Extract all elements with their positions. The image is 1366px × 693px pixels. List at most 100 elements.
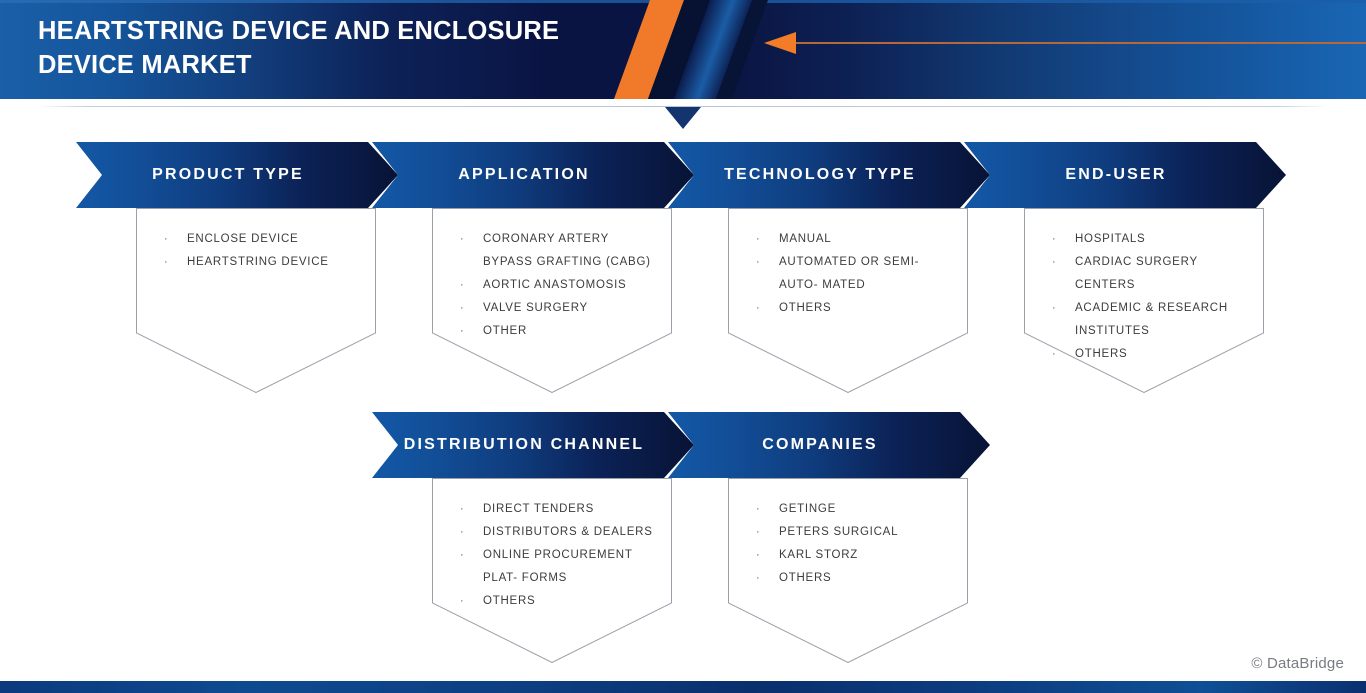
- bullet-icon: ·: [460, 302, 465, 314]
- list-item-label: AORTIC ANASTOMOSIS: [483, 279, 627, 291]
- segment-item-list: · GETINGE · PETERS SURGICAL · KARL STORZ · O…: [728, 478, 968, 590]
- card-outline: [432, 478, 672, 663]
- bullet-icon: ·: [460, 503, 465, 515]
- list-item-label: CARDIAC SURGERY CENTERS: [1075, 256, 1198, 291]
- list-item-label: ENCLOSE DEVICE: [187, 233, 299, 245]
- segment-title: TECHNOLOGY TYPE: [724, 166, 916, 183]
- segment-item-list: ·DIRECT TENDERS ·DISTRIBUTORS & DEALERS …: [432, 478, 672, 613]
- bullet-icon: ·: [1052, 256, 1057, 268]
- list-item-label: DIRECT TENDERS: [483, 503, 595, 515]
- list-item: · HOSPITALS: [1050, 228, 1250, 251]
- segment-card: · ENCLOSE DEVICE · HEARTSTRING DEVICE: [136, 208, 376, 393]
- list-item-label: OTHERS: [779, 572, 832, 584]
- segment-title: PRODUCT TYPE: [152, 166, 304, 183]
- list-item: · GETINGE: [754, 498, 954, 521]
- bullet-icon: ·: [756, 302, 761, 314]
- segment-card: · GETINGE · PETERS SURGICAL · KARL STORZ · O…: [728, 478, 968, 663]
- bullet-icon: ·: [460, 279, 465, 291]
- card-outline: [136, 208, 376, 393]
- list-item-label: CORONARY ARTERY BYPASS GRAFTING (CABG): [483, 233, 651, 268]
- segment-title: APPLICATION: [458, 166, 590, 183]
- list-item-label: OTHERS: [483, 595, 536, 607]
- list-item: · AUTOMATED OR SEMI-AUTO- MATED: [754, 251, 954, 297]
- list-item-label: OTHERS: [779, 302, 832, 314]
- list-item-label: ACADEMIC & RESEARCH INSTITUTES: [1075, 302, 1228, 337]
- page-header: HEARTSTRING DEVICE AND ENCLOSURE DEVICE …: [0, 0, 1366, 99]
- list-item-label: GETINGE: [779, 503, 837, 515]
- list-item: · ENCLOSE DEVICE: [162, 228, 362, 251]
- list-item-label: OTHER: [483, 325, 527, 337]
- list-item-label: HOSPITALS: [1075, 233, 1146, 245]
- segment-banner[interactable]: TECHNOLOGY TYPE: [668, 142, 990, 208]
- bullet-icon: ·: [164, 256, 169, 268]
- list-item-label: HEARTSTRING DEVICE: [187, 256, 329, 268]
- segment-item-list: · HOSPITALS · CARDIAC SURGERY CENTERS · ACA…: [1024, 208, 1264, 366]
- segment-banner[interactable]: COMPANIES: [668, 412, 990, 478]
- bullet-icon: ·: [460, 325, 465, 337]
- list-item: · PETERS SURGICAL: [754, 521, 954, 544]
- bullet-icon: ·: [164, 233, 169, 245]
- segment-card: · HOSPITALS · CARDIAC SURGERY CENTERS · ACA…: [1024, 208, 1264, 393]
- list-item: · VALVE SURGERY: [458, 297, 658, 320]
- list-item-label: OTHERS: [1075, 348, 1128, 360]
- list-item: · OTHERS: [458, 590, 658, 613]
- list-item: · KARL STORZ: [754, 544, 954, 567]
- segment-title: DISTRIBUTION CHANNEL: [403, 436, 645, 453]
- list-item-label: MANUAL: [779, 233, 832, 245]
- segment-banner[interactable]: PRODUCT TYPE: [76, 142, 398, 208]
- list-item: · HEARTSTRING DEVICE: [162, 251, 362, 274]
- list-item-label: PETERS SURGICAL: [779, 526, 899, 538]
- segment-card: ·CORONARY ARTERY BYPASS GRAFTING (CABG) …: [432, 208, 672, 393]
- card-outline: [1024, 208, 1264, 393]
- bullet-icon: ·: [756, 572, 761, 584]
- segment-banner[interactable]: APPLICATION: [372, 142, 694, 208]
- list-item: · OTHER: [458, 320, 658, 343]
- bullet-icon: ·: [1052, 348, 1057, 360]
- list-item: · DIRECT TENDERS: [458, 498, 658, 521]
- bullet-icon: ·: [756, 256, 761, 268]
- list-item: · AORTIC ANASTOMOSIS: [458, 274, 658, 297]
- header-separator: [37, 106, 1329, 107]
- segment-card: ·DIRECT TENDERS ·DISTRIBUTORS & DEALERS …: [432, 478, 672, 663]
- copyright-label: © DataBridge: [1251, 655, 1344, 672]
- left-arrow-icon: [764, 32, 796, 54]
- list-item: · OTHERS: [754, 297, 954, 320]
- card-outline: [728, 478, 968, 663]
- bullet-icon: ·: [756, 233, 761, 245]
- list-item: · ONLINE PROCUREMENT PLAT- FORMS: [458, 544, 658, 590]
- list-item: · DISTRIBUTORS & DEALERS: [458, 521, 658, 544]
- bullet-icon: ·: [1052, 233, 1057, 245]
- footer-bar: [0, 681, 1366, 693]
- bullet-icon: ·: [756, 549, 761, 561]
- chevron-down-icon: [665, 107, 701, 129]
- page-title: HEARTSTRING DEVICE AND ENCLOSURE DEVICE …: [38, 17, 560, 79]
- bullet-icon: ·: [1052, 302, 1057, 314]
- list-item-label: VALVE SURGERY: [483, 302, 588, 314]
- list-item: · CARDIAC SURGERY CENTERS: [1050, 251, 1250, 297]
- bullet-icon: ·: [460, 233, 465, 245]
- card-outline: [432, 208, 672, 393]
- list-item-label: AUTOMATED OR SEMI-AUTO- MATED: [779, 256, 920, 291]
- segment-item-list: · ENCLOSE DEVICE · HEARTSTRING DEVICE: [136, 208, 376, 274]
- bullet-icon: ·: [460, 595, 465, 607]
- segment-card: · MANUAL · AUTOMATED OR SEMI-AUTO- MATED ·…: [728, 208, 968, 393]
- list-item: · MANUAL: [754, 228, 954, 251]
- list-item-label: KARL STORZ: [779, 549, 859, 561]
- bullet-icon: ·: [460, 526, 465, 538]
- card-outline: [728, 208, 968, 393]
- segment-banner[interactable]: DISTRIBUTION CHANNEL: [372, 412, 694, 478]
- list-item: · ACADEMIC & RESEARCH INSTITUTES: [1050, 297, 1250, 343]
- segment-title: COMPANIES: [762, 436, 878, 453]
- list-item: · OTHERS: [754, 567, 954, 590]
- bullet-icon: ·: [756, 526, 761, 538]
- bullet-icon: ·: [460, 549, 465, 561]
- arrow-rule-line: [796, 42, 1366, 44]
- list-item: · OTHERS: [1050, 343, 1250, 366]
- segment-banner[interactable]: END-USER: [964, 142, 1286, 208]
- segment-item-list: · MANUAL · AUTOMATED OR SEMI-AUTO- MATED ·…: [728, 208, 968, 320]
- bullet-icon: ·: [756, 503, 761, 515]
- list-item-label: ONLINE PROCUREMENT PLAT- FORMS: [483, 549, 633, 584]
- list-item: · CORONARY ARTERY BYPASS GRAFTING (CABG): [458, 228, 658, 274]
- list-item-label: DISTRIBUTORS & DEALERS: [483, 526, 653, 538]
